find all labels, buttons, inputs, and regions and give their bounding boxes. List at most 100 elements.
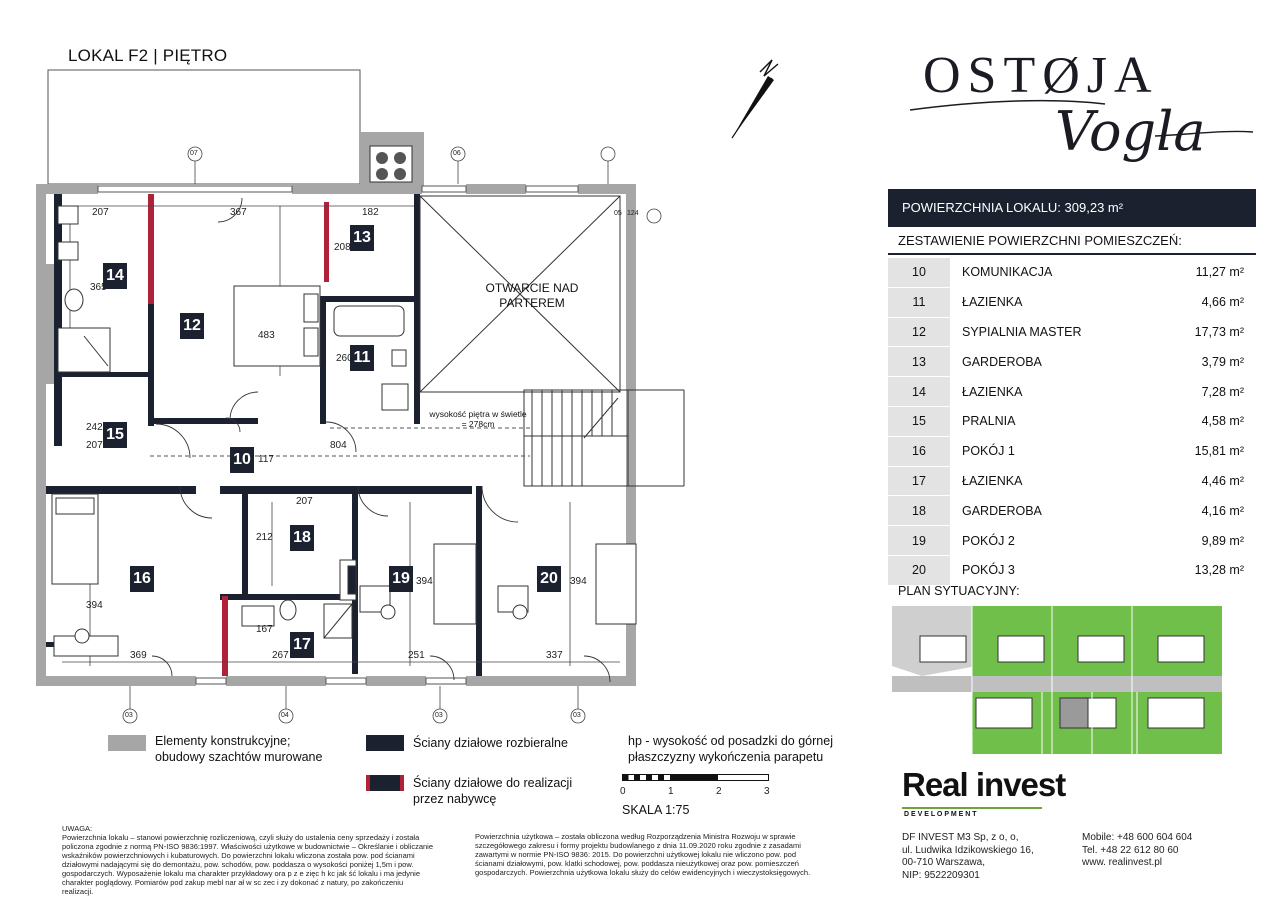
room-number: 10 <box>888 258 950 287</box>
axis-label: 03 <box>125 712 133 719</box>
room-area: 3,79 m² <box>1201 354 1244 369</box>
dimension-label: 242 <box>86 422 103 433</box>
situation-plan-label: PLAN SYTUACYJNY: <box>898 584 1020 598</box>
dimension-label: 124 <box>627 210 639 217</box>
room-name: GARDEROBA <box>962 354 1042 369</box>
dimension-label: 394 <box>570 576 587 587</box>
room-name: POKÓJ 2 <box>962 533 1015 548</box>
room-name: ŁAZIENKA <box>962 473 1023 488</box>
axis-label: 04 <box>281 712 289 719</box>
room-area: 13,28 m² <box>1194 563 1244 578</box>
dimension-label: 182 <box>362 207 379 218</box>
note-left-title: UWAGA: <box>62 824 93 833</box>
scale-tick-2: 2 <box>716 786 722 797</box>
dimension-label: 365 <box>90 282 107 293</box>
room-badge-17: 17 <box>290 632 314 658</box>
room-number: 17 <box>888 466 950 496</box>
list-item: 12 SYPIALNIA MASTER 17,73 m² <box>888 317 1256 348</box>
list-item: 19 POKÓJ 2 9,89 m² <box>888 526 1256 556</box>
legend-buyer-swatch <box>366 775 404 791</box>
address-line: NIP: 9522209301 <box>902 869 980 881</box>
list-item: 17 ŁAZIENKA 4,46 m² <box>888 466 1256 497</box>
axis-label: 03 <box>573 712 581 719</box>
company-contact: Mobile: +48 600 604 604 Tel. +48 22 612 … <box>1082 832 1192 870</box>
room-area: 4,16 m² <box>1201 503 1244 518</box>
room-badge-16: 16 <box>130 566 154 592</box>
dimension-label: 212 <box>256 532 273 543</box>
contact-line: www. realinvest.pl <box>1082 857 1163 868</box>
situation-plan-map <box>892 606 1222 754</box>
brand-swash <box>909 99 1254 137</box>
room-area: 17,73 m² <box>1194 324 1244 339</box>
dimension-label: 367 <box>230 207 247 218</box>
brand-main-text: OSTØJA <box>923 47 1159 104</box>
floor-height-note: wysokość piętra w świetle = 278cm <box>429 409 527 429</box>
room-badge-20: 20 <box>537 566 561 592</box>
dimension-label: 369 <box>130 650 147 661</box>
company-logo-rule <box>902 807 1042 809</box>
room-number: 12 <box>888 317 950 347</box>
scale-tick-1: 1 <box>668 786 674 797</box>
room-name: ŁAZIENKA <box>962 295 1023 310</box>
legend-partition-swatch <box>366 735 404 751</box>
room-badge-14: 14 <box>103 263 127 289</box>
page-title: LOKAL F2 | PIĘTRO <box>68 46 228 65</box>
room-number: 20 <box>888 555 950 585</box>
legend-hp-note: hp - wysokość od posadzki do górnej płas… <box>628 734 833 764</box>
room-name: SYPIALNIA MASTER <box>962 324 1082 339</box>
room-area: 7,28 m² <box>1201 384 1244 399</box>
note-right: Powierzchnia użytkowa – została obliczon… <box>475 832 811 877</box>
room-number: 14 <box>888 377 950 406</box>
room-number: 18 <box>888 496 950 526</box>
north-arrow-icon <box>731 59 779 139</box>
room-area: 11,27 m² <box>1195 265 1244 280</box>
total-area-banner: POWIERZCHNIA LOKALU: 309,23 m² <box>888 189 1256 227</box>
scale-label: SKALA 1:75 <box>622 803 690 817</box>
room-name: PRALNIA <box>962 414 1016 429</box>
company-logo-sub: D E V E L O P M E N T <box>904 811 977 818</box>
room-area: 15,81 m² <box>1194 444 1244 459</box>
brand-script-text: Vogla <box>1055 100 1206 163</box>
dimension-label: 207 <box>86 440 103 451</box>
room-badge-18: 18 <box>290 525 314 551</box>
room-number: 19 <box>888 526 950 555</box>
dimension-label: 260 <box>336 353 353 364</box>
scale-tick-3: 3 <box>764 786 770 797</box>
address-line: ul. Ludwika Idzikowskiego 16, <box>902 844 1034 856</box>
note-left-body: Powierzchnia lokalu – stanowi powierzchn… <box>62 833 434 896</box>
floor-plan <box>36 69 685 724</box>
brand-logo: OSTØJA Vogla <box>905 40 1265 190</box>
axis-label: 06 <box>453 150 461 157</box>
room-name: ŁAZIENKA <box>962 384 1023 399</box>
company-logo: Real invest <box>902 766 1066 803</box>
dimension-label: 208 <box>334 242 351 253</box>
room-list-header: ZESTAWIENIE POWIERZCHNI POMIESZCZEŃ: <box>888 229 1256 255</box>
scale-tick-0: 0 <box>620 786 626 797</box>
room-badge-19: 19 <box>389 566 413 592</box>
contact-line: Mobile: +48 600 604 604 <box>1082 832 1193 843</box>
room-area: 4,66 m² <box>1201 295 1244 310</box>
room-badge-15: 15 <box>103 422 127 448</box>
dimension-label: 267 <box>272 650 289 661</box>
axis-label: 07 <box>190 150 198 157</box>
dimension-label: 804 <box>330 440 347 451</box>
legend-structural-text: Elementy konstrukcyjne; obudowy szachtów… <box>155 734 323 764</box>
dimension-label: 251 <box>408 650 425 661</box>
dimension-label: 394 <box>86 600 103 611</box>
room-area: 4,46 m² <box>1201 473 1244 488</box>
room-number: 16 <box>888 436 950 466</box>
room-name: POKÓJ 1 <box>962 444 1015 459</box>
room-area: 9,89 m² <box>1201 533 1244 548</box>
room-number: 13 <box>888 347 950 377</box>
legend-buyer-text: Ściany działowe do realizacji przez naby… <box>413 776 573 806</box>
room-badge-12: 12 <box>180 313 204 339</box>
dimension-label: 394 <box>416 576 433 587</box>
contact-line: Tel. +48 22 612 80 60 <box>1082 844 1179 856</box>
room-number: 11 <box>888 287 950 317</box>
company-address: DF INVEST M3 Sp, z o, o, ul. Ludwika Idz… <box>902 832 1034 882</box>
